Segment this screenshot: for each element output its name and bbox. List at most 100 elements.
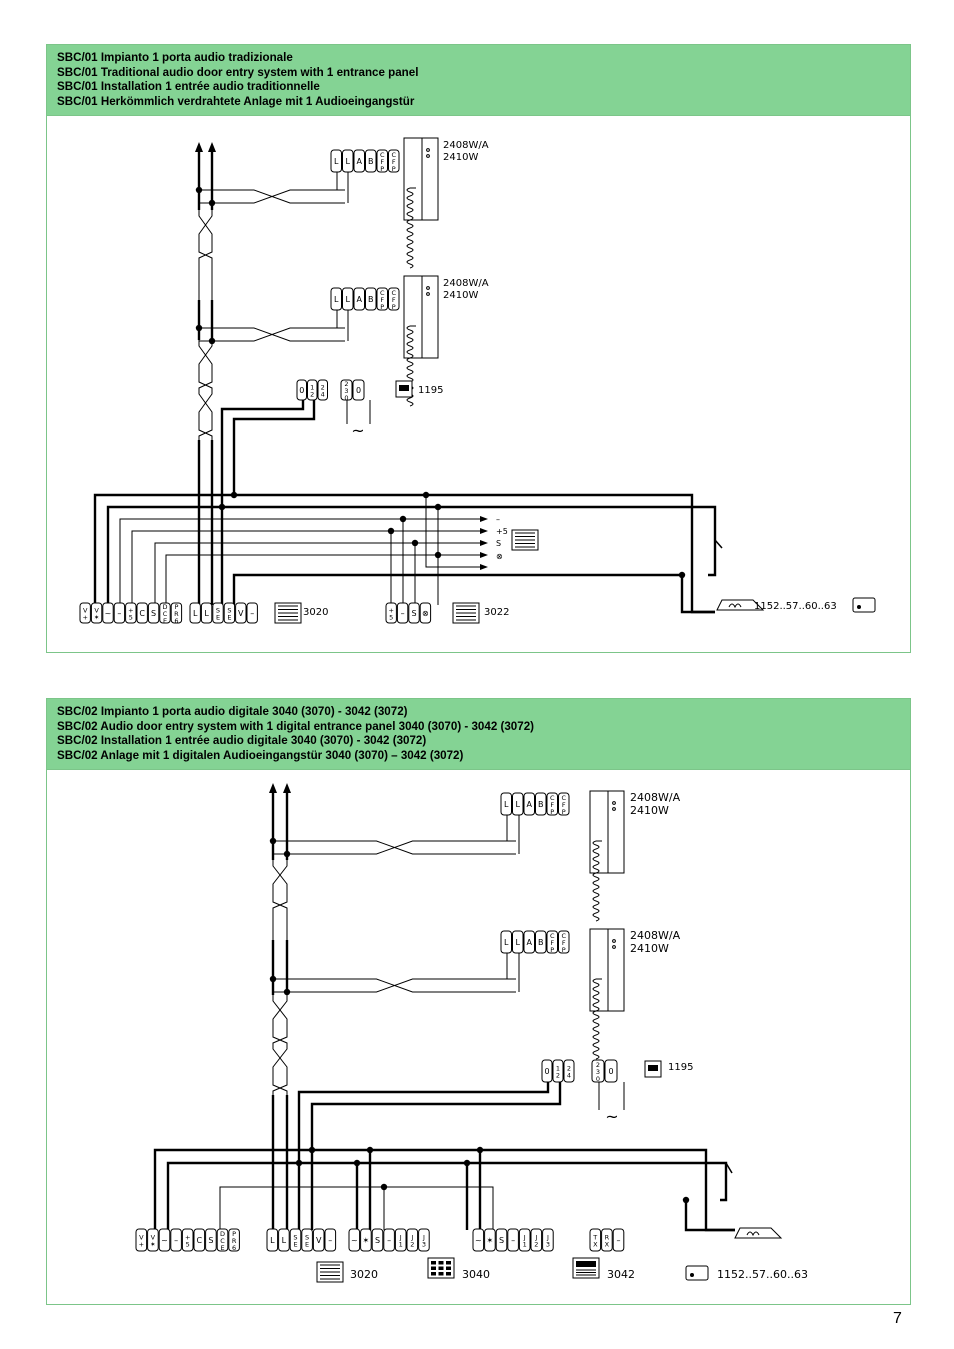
panel-header: SBC/02 Impianto 1 porta audio digitale 3… [47, 699, 910, 770]
terminal-box [170, 1228, 182, 1252]
handset-button [612, 807, 616, 811]
wire [725, 1162, 733, 1174]
terminal-label: – [401, 609, 405, 618]
terminal-label: L [334, 157, 339, 166]
wire [119, 518, 480, 605]
twisted-pair-wire [198, 340, 213, 440]
up-arrow [283, 783, 291, 793]
handset-model-label: 2408W/A [630, 929, 681, 942]
psu-model-label: 1195 [668, 1062, 693, 1073]
terminal-label: S [411, 609, 416, 618]
terminal-box [324, 1228, 337, 1252]
handset-model-label: 2410W [630, 804, 669, 817]
terminal-label: – [117, 609, 121, 618]
handset-button [612, 939, 616, 943]
terminal-box [535, 930, 547, 954]
module-3022-terminal-strip: +5–S⊗ [385, 602, 432, 624]
handset-body [589, 928, 625, 1012]
terminal-label: F [392, 158, 396, 166]
terminal-box [388, 149, 400, 173]
terminal-label: A [357, 157, 363, 166]
handset-model-label: 2410W [630, 942, 669, 955]
terminal-label: C [139, 609, 145, 618]
handset-model-label: 2410W [443, 152, 478, 163]
terminal-label: R [605, 1234, 610, 1242]
terminal-box [193, 1228, 206, 1252]
terminal-label: B [368, 295, 374, 304]
terminal-box [530, 1228, 543, 1252]
terminal-box [604, 1059, 618, 1083]
page-number: 7 [893, 1310, 902, 1327]
terminal-label: P [392, 303, 396, 311]
module-3022-icon [452, 602, 480, 624]
terminal-box [147, 602, 160, 624]
terminal-label: E [227, 614, 231, 622]
terminal-label: L [516, 800, 521, 809]
terminal-label: 2 [567, 1065, 571, 1073]
terminal-box [388, 287, 400, 311]
wire [165, 554, 480, 605]
terminal-label: 6 [232, 1244, 236, 1252]
module-signal-label: +5 [496, 527, 508, 536]
terminal-label: 2 [534, 1241, 538, 1249]
module-model-label: 3022 [484, 607, 509, 618]
twist-mask [270, 995, 290, 1095]
terminal-label: S [375, 1236, 380, 1245]
terminal-label: L [346, 157, 351, 166]
twisted-pair-wire [198, 210, 213, 300]
module-signal-label: ⊗ [496, 552, 503, 561]
handset-model-label: 2410W [443, 290, 478, 301]
terminal-label: – [617, 1236, 621, 1245]
terminal-label: 1 [310, 384, 314, 392]
terminal-box [408, 602, 420, 624]
terminal-label: 1 [556, 1065, 560, 1073]
handset-model-label: 2408W/A [443, 140, 489, 151]
terminal-box [601, 1228, 613, 1252]
door-lock-symbol [716, 599, 765, 611]
terminal-box [136, 602, 148, 624]
terminal-label: 0 [544, 1067, 549, 1076]
terminal-label: J [399, 1234, 402, 1242]
terminal-label: E [163, 617, 167, 625]
terminal-box [500, 930, 512, 954]
terminal-label: 0 [356, 386, 361, 395]
terminal-label: 0 [299, 386, 304, 395]
twisted-pair-wire [273, 840, 516, 855]
lock-body [852, 597, 876, 613]
terminal-label: T [592, 1234, 597, 1242]
wire [154, 542, 480, 605]
terminal-box [523, 792, 535, 816]
ac-symbol: ~ [351, 421, 364, 440]
terminal-label: ~ [105, 609, 112, 618]
terminal-box [495, 1228, 508, 1252]
terminal-label: J [422, 1234, 425, 1242]
twisted-pair-wire [199, 189, 345, 204]
terminal-box [542, 1228, 554, 1252]
terminal-label: ~ [161, 1236, 168, 1245]
terminal-label: P [232, 1230, 236, 1238]
terminal-box [235, 602, 247, 624]
terminal-box [200, 602, 213, 624]
terminal-label: – [511, 1236, 515, 1245]
wire [310, 1082, 562, 1150]
terminal-label: P [550, 808, 554, 816]
terminal-box [523, 930, 535, 954]
terminal-box [278, 1228, 290, 1252]
key [438, 1266, 444, 1270]
terminal-box [159, 602, 171, 624]
terminal-box [563, 1059, 575, 1083]
terminal-label: 2 [596, 1061, 600, 1069]
panel-3020-icon [274, 602, 302, 624]
terminal-label: C [163, 610, 168, 618]
module-signal-label: – [496, 515, 500, 524]
terminal-box [365, 149, 377, 173]
terminal-label: F [380, 296, 384, 304]
terminal-label: C [380, 289, 385, 297]
wire [684, 1200, 735, 1232]
terminal-box [484, 1228, 496, 1252]
